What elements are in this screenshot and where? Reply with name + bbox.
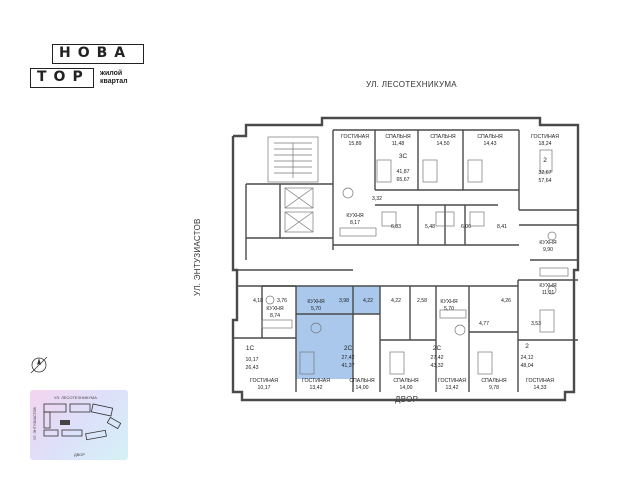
area-label: 4,26	[501, 298, 511, 304]
brand-logo: НОВА ТОР жилой квартал	[30, 44, 144, 94]
area-label: 4,77	[479, 321, 489, 327]
room-gost-b1-name: ГОСТИНАЯ	[250, 378, 278, 384]
inner-walls	[233, 129, 578, 392]
room-spal-b2-name: СПАЛЬНЯ	[393, 378, 419, 384]
logo-bottom-word: ТОР	[30, 68, 94, 88]
apt-2c-mid-total: 27,42	[431, 355, 444, 361]
kitchen-highlight-name: КУХНЯ	[307, 299, 325, 305]
apt-2-bot-type: 2	[525, 343, 529, 350]
apt-2c-hl-living: 41,37	[342, 363, 355, 369]
apt-2c-hl-type: 2С	[344, 345, 353, 352]
kitchen-right2-area: 11,01	[542, 290, 555, 296]
apt-1c-total: 10,17	[246, 357, 259, 363]
kitchen-right1-name: КУХНЯ	[539, 240, 557, 246]
room-gost-b3-area: 13,42	[446, 385, 459, 391]
area-label: 3,98	[339, 298, 349, 304]
apt-1c-living: 26,43	[246, 365, 259, 371]
mini-map-current-building	[60, 420, 70, 425]
room-gost-b1-area: 10,17	[258, 385, 271, 391]
room-gost-2-area: 18,24	[539, 141, 552, 147]
kitchen-top-area: 8,17	[350, 220, 360, 226]
room-gost-b2-area: 13,42	[310, 385, 323, 391]
highlighted-apartment-bath[interactable]	[353, 286, 380, 314]
kitchen-highlight-area: 5,70	[311, 306, 321, 312]
apt-2c-mid-type: 2С	[433, 345, 442, 352]
kitchen-mid-area: 5,70	[444, 306, 454, 312]
mini-street-top: УЛ. ЛЕСОТЕХНИКУМА	[54, 395, 97, 400]
apt-2-bot-total: 24,12	[521, 355, 534, 361]
area-label: 5,48	[425, 224, 435, 230]
kitchen-mid-name: КУХНЯ	[440, 299, 458, 305]
area-label: 3,32	[372, 196, 382, 202]
area-label: 8,41	[497, 224, 507, 230]
kitchen-right2-name: КУХНЯ	[539, 283, 557, 289]
apt-2-top-type: 2	[543, 157, 547, 164]
mini-street-left: УЛ. ЭНТУЗИАСТОВ	[33, 407, 37, 440]
apt-1c-type: 1С	[246, 345, 255, 352]
area-label: 4,22	[363, 298, 373, 304]
apartment-labels: 3С 41,87 65,67 2 32,67 57,64 1С 10,17 26…	[246, 153, 552, 371]
room-spal-2-name: СПАЛЬНЯ	[430, 134, 456, 140]
room-gost-b3-name: ГОСТИНАЯ	[438, 378, 466, 384]
room-spal-1-name: СПАЛЬНЯ	[385, 134, 411, 140]
room-gost-1-name: ГОСТИНАЯ	[341, 134, 369, 140]
mini-map-drawing: УЛ. ЛЕСОТЕХНИКУМА УЛ. ЭНТУЗИАСТОВ ДВОР	[33, 395, 122, 457]
kitchen-left-name: КУХНЯ	[266, 306, 284, 312]
room-spal-b3-name: СПАЛЬНЯ	[481, 378, 507, 384]
room-gost-1-area: 15,89	[349, 141, 362, 147]
area-label: 3,53	[531, 321, 541, 327]
kitchen-left-area: 8,74	[270, 313, 280, 319]
apt-2-bot-living: 48,04	[521, 363, 534, 369]
logo-subtitle-line1: жилой	[100, 70, 123, 77]
outer-walls	[231, 116, 580, 402]
apt-2c-hl-total: 27,42	[342, 355, 355, 361]
area-label: 6,83	[391, 224, 401, 230]
apt-2-top-total: 32,67	[539, 170, 552, 176]
kitchen-right1-area: 9,90	[543, 247, 553, 253]
room-spal-b3-area: 9,78	[489, 385, 499, 391]
kitchen-top-name: КУХНЯ	[346, 213, 364, 219]
furniture	[261, 149, 569, 375]
room-spal-3-area: 14,43	[484, 141, 497, 147]
room-gost-b4-name: ГОСТИНАЯ	[526, 378, 554, 384]
room-spal-b2-area: 14,00	[400, 385, 413, 391]
apt-2c-mid-living: 43,32	[431, 363, 444, 369]
area-label: 4,18	[253, 298, 263, 304]
logo-top-word: НОВА	[52, 44, 144, 64]
apt-3c-type: 3С	[399, 153, 408, 160]
logo-subtitle-line2: квартал	[100, 78, 128, 85]
room-labels-top: ГОСТИНАЯ 15,89 СПАЛЬНЯ 11,48 СПАЛЬНЯ 14,…	[341, 134, 559, 147]
highlighted-apartment-living[interactable]	[296, 286, 353, 379]
apt-2-top-living: 57,64	[539, 178, 552, 184]
room-spal-1-area: 11,48	[392, 141, 405, 147]
area-label: 4,22	[391, 298, 401, 304]
room-labels-bottom: ГОСТИНАЯ 10,17 ГОСТИНАЯ 13,42 СПАЛЬНЯ 14…	[250, 378, 554, 391]
mini-bottom: ДВОР	[74, 452, 85, 457]
apt-3c-living: 65,67	[397, 177, 410, 183]
room-spal-2-area: 14,50	[437, 141, 450, 147]
room-spal-b1-name: СПАЛЬНЯ	[349, 378, 375, 384]
room-spal-3-name: СПАЛЬНЯ	[477, 134, 503, 140]
logo-subtitle: жилой квартал	[100, 70, 128, 86]
area-label: 2,58	[417, 298, 427, 304]
kitchen-labels: КУХНЯ 8,17 КУХНЯ 9,90 КУХНЯ 11,01 КУХНЯ …	[266, 213, 557, 319]
room-spal-b1-area: 14,00	[356, 385, 369, 391]
location-mini-map: УЛ. ЛЕСОТЕХНИКУМА УЛ. ЭНТУЗИАСТОВ ДВОР	[30, 390, 128, 460]
street-top-label: УЛ. ЛЕСОТЕХНИКУМА	[366, 80, 457, 89]
small-area-labels: 3,32 6,83 5,48 6,06 8,41 4,18 3,76 3,98 …	[253, 196, 541, 327]
area-label: 3,76	[277, 298, 287, 304]
area-label: 6,06	[461, 224, 471, 230]
room-gost-b4-area: 14,33	[534, 385, 547, 391]
apt-3c-total: 41,87	[397, 169, 410, 175]
room-gost-b2-name: ГОСТИНАЯ	[302, 378, 330, 384]
compass-icon	[30, 356, 48, 374]
room-gost-2-name: ГОСТИНАЯ	[531, 134, 559, 140]
stair-core	[267, 136, 319, 233]
